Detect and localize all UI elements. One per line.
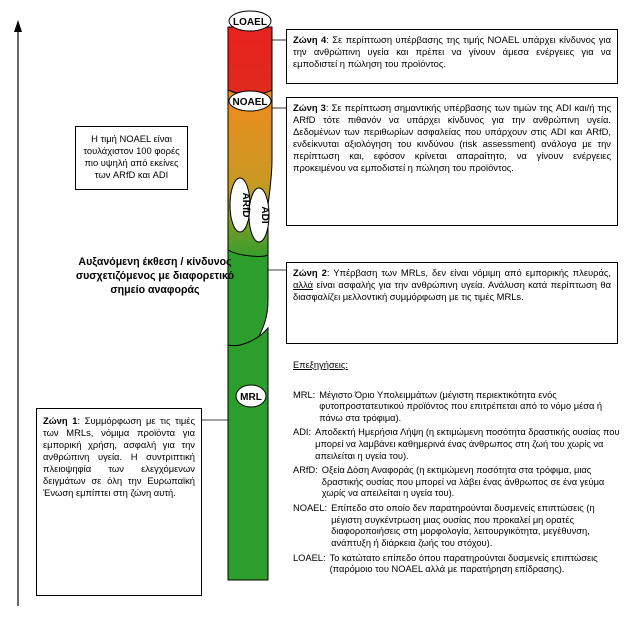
zone2-emphasis: αλλά xyxy=(293,279,313,290)
zone1-title: Ζώνη 1 xyxy=(43,415,77,426)
note-desc: Μέγιστο Όριο Υπολειμμάτων (μέγιστη περιε… xyxy=(319,390,623,425)
zone3-text: : Σε περίπτωση σημαντικής υπέρβασης των … xyxy=(293,102,611,173)
zone1-band xyxy=(228,328,268,580)
zone1-text: : Συμμόρφωση με τις τιμές των MRLs, νόμι… xyxy=(43,415,195,498)
note-term: ARfD: xyxy=(293,465,322,500)
adi-label: ADI xyxy=(259,206,270,223)
zone2-text-after: είναι ασφαλής για την ανθρώπινη υγεία. Α… xyxy=(293,279,611,302)
zone3-box: Ζώνη 3: Σε περίπτωση σημαντικής υπέρβαση… xyxy=(286,97,618,226)
zone3-title: Ζώνη 3 xyxy=(293,102,326,113)
loael-label: LOAEL xyxy=(233,17,267,28)
zone2-box: Ζώνη 2: Υπέρβαση των MRLs, δεν είναι νόμ… xyxy=(286,262,618,344)
note-item: ARfD: Οξεία Δόση Αναφοράς (η εκτιμώμενη … xyxy=(293,465,623,500)
arfd-label: ARfD xyxy=(240,193,251,218)
mrl-label: MRL xyxy=(240,392,262,403)
note-term: NOAEL: xyxy=(293,503,331,549)
note-term: ADI: xyxy=(293,427,315,462)
note-item: MRL: Μέγιστο Όριο Υπολειμμάτων (μέγιστη … xyxy=(293,390,623,425)
note-desc: Οξεία Δόση Αναφοράς (η εκτιμώμενη ποσότη… xyxy=(322,465,623,500)
zone4-text: : Σε περίπτωση υπέρβασης της τιμής NOAEL… xyxy=(293,34,611,69)
note-desc: Αποδεκτή Ημερήσια Λήψη (η εκτιμώμενη ποσ… xyxy=(315,427,623,462)
note-desc: Το κατώτατο επίπεδο όπου παρατηρούνται δ… xyxy=(330,553,623,576)
explanations: Επεξηγήσεις: MRL: Μέγιστο Όριο Υπολειμμά… xyxy=(293,360,623,579)
zone4-title: Ζώνη 4 xyxy=(293,34,326,45)
noael-note-box: Η τιμή NOAEL είναι τουλάχιστον 100 φορές… xyxy=(75,126,188,190)
note-item: NOAEL: Επίπεδο στο οποίο δεν παρατηρούντ… xyxy=(293,503,623,549)
note-term: MRL: xyxy=(293,390,319,425)
zone4-band xyxy=(228,27,272,95)
zone2-title: Ζώνη 2 xyxy=(293,267,327,278)
noael-note-text: Η τιμή NOAEL είναι τουλάχιστον 100 φορές… xyxy=(83,133,179,180)
explanations-title: Επεξηγήσεις: xyxy=(293,360,623,372)
zone2-text-before: : Υπέρβαση των MRLs, δεν είναι νόμιμη απ… xyxy=(327,267,611,278)
note-item: ADI: Αποδεκτή Ημερήσια Λήψη (η εκτιμώμεν… xyxy=(293,427,623,462)
exposure-label: Αυξανόμενη έκθεση / κίνδυνος συσχετιζόμε… xyxy=(70,256,240,297)
zone4-box: Ζώνη 4: Σε περίπτωση υπέρβασης της τιμής… xyxy=(286,29,618,84)
noael-label: NOAEL xyxy=(233,97,268,108)
zone1-box: Ζώνη 1: Συμμόρφωση με τις τιμές των MRLs… xyxy=(36,408,202,596)
note-item: LOAEL: Το κατώτατο επίπεδο όπου παρατηρο… xyxy=(293,553,623,576)
note-desc: Επίπεδο στο οποίο δεν παρατηρούνται δυσμ… xyxy=(331,503,623,549)
note-term: LOAEL: xyxy=(293,553,330,576)
